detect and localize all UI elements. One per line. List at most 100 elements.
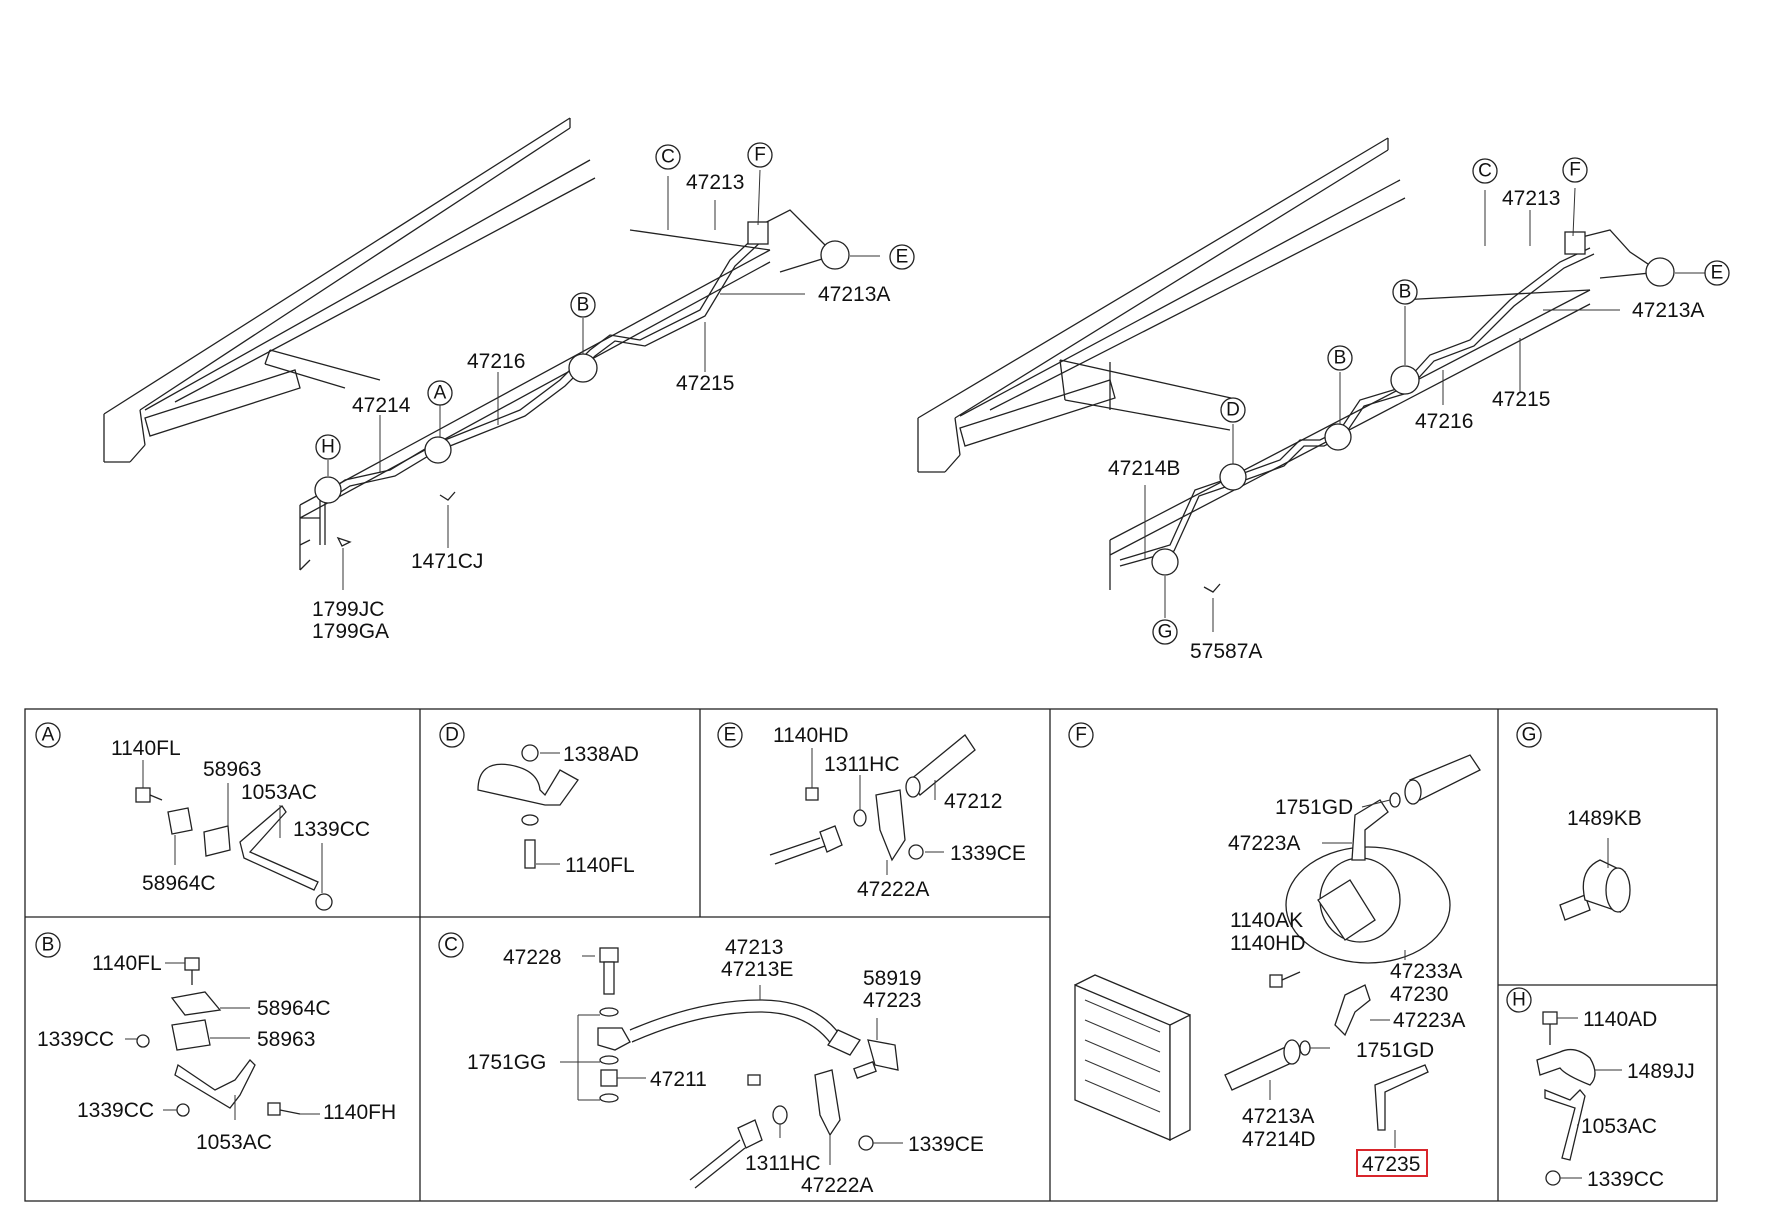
label-47214d: 47214D	[1242, 1128, 1316, 1151]
label-1339cc-b1: 1339CC	[37, 1028, 114, 1051]
bracket-1053ac-b	[174, 1059, 256, 1109]
elbow-47223a	[1351, 799, 1389, 861]
washer-1751gd	[1389, 792, 1401, 808]
nut-1339cc	[315, 893, 333, 911]
clamp-1489jj	[1536, 1048, 1596, 1086]
label-1799ga: 1799GA	[312, 620, 389, 643]
label-47214: 47214	[352, 394, 411, 417]
label-1053ac-b: 1053AC	[196, 1131, 272, 1154]
callout-b-3-text: B	[1334, 348, 1347, 369]
bolt-1140hd	[805, 787, 819, 801]
label-1338ad: 1338AD	[563, 743, 639, 766]
panel-f-letter-text: F	[1075, 725, 1087, 746]
label-1311hc-e: 1311HC	[824, 753, 900, 776]
callout-f-2-text: F	[1569, 160, 1581, 181]
panel-c-letter-text: C	[444, 935, 458, 956]
detail-a-marker	[424, 436, 452, 464]
callout-e-2	[1704, 260, 1730, 286]
panel-e-letter	[717, 722, 743, 748]
callout-a	[427, 380, 453, 406]
hose-fitting-c	[827, 1029, 861, 1056]
bolt-1140fh	[267, 1102, 281, 1116]
panel-b: B 1140FL 58964C 1339CC 58963 1339CC 1140…	[35, 932, 396, 1154]
nut-1339ce	[908, 844, 924, 860]
label-47213: 47213	[686, 171, 744, 194]
panel-e-letter-text: E	[724, 725, 737, 746]
detail-b-marker-2	[1324, 423, 1352, 451]
callout-g	[1152, 619, 1178, 645]
bracket-47222a	[875, 789, 906, 862]
callout-c-2-text: C	[1478, 161, 1492, 182]
label-1339ce-e: 1339CE	[950, 842, 1026, 865]
label-1489kb: 1489KB	[1567, 807, 1642, 830]
banjo-fitting	[597, 1027, 631, 1051]
callout-b	[570, 292, 596, 318]
callout-d-text: D	[1226, 400, 1240, 421]
label-1339cc-a: 1339CC	[293, 818, 370, 841]
label-58963-a: 58963	[203, 758, 261, 781]
washer-1751gg-2	[599, 1055, 619, 1065]
bolt-1140ad	[1542, 1011, 1558, 1025]
bracket-1053ac-h	[1544, 1089, 1586, 1161]
callout-f-text: F	[754, 145, 766, 166]
callout-c-text: C	[661, 147, 675, 168]
label-1751gg: 1751GG	[467, 1051, 546, 1074]
washer-1751gg-1	[599, 1007, 619, 1017]
label-47222a-c: 47222A	[801, 1174, 873, 1197]
panel-b-letter-text: B	[42, 935, 55, 956]
detail-h-marker	[314, 476, 342, 504]
label-1339cc-h: 1339CC	[1587, 1168, 1664, 1191]
detail-b-marker-3	[1390, 365, 1420, 395]
callout-g-text: G	[1158, 622, 1173, 643]
panel-a-letter-text: A	[42, 725, 55, 746]
bracket-1053ac	[239, 805, 319, 891]
label-58919: 58919	[863, 967, 921, 990]
bracket-clamp-d	[477, 763, 579, 806]
label-1140fl-b: 1140FL	[92, 952, 162, 975]
detail-g-marker	[1151, 548, 1179, 576]
label-58964c-b: 58964C	[257, 997, 331, 1020]
nut-1339cc-b2	[176, 1103, 190, 1117]
label-47233a: 47233A	[1390, 960, 1462, 983]
washer-1751gg-3	[599, 1093, 619, 1103]
label-1751gd-f2: 1751GD	[1356, 1039, 1434, 1062]
label-1471cj: 1471CJ	[411, 550, 483, 573]
washer-1311hc-c	[772, 1105, 788, 1125]
bolt-1140ak	[1269, 974, 1283, 988]
callout-f-2	[1562, 157, 1588, 183]
panel-e: E 1140HD 1311HC 47212 1339CE 47222A	[717, 722, 1026, 901]
callout-e	[889, 244, 915, 270]
label-47215: 47215	[676, 372, 734, 395]
panel-f-letter	[1068, 722, 1094, 748]
panel-h: H 1140AD 1489JJ 1053AC 1339CC	[1506, 987, 1695, 1191]
label-47211: 47211	[650, 1068, 707, 1091]
label-47228: 47228	[503, 946, 561, 969]
clamp-tab-1489kb	[1559, 894, 1591, 921]
callout-e-text: E	[896, 247, 909, 268]
label-47215-r: 47215	[1492, 388, 1550, 411]
label-47213a-f: 47213A	[1242, 1105, 1314, 1128]
panel-d-letter	[439, 722, 465, 748]
detail-b-marker	[568, 353, 598, 383]
bolt-47228-head	[599, 947, 619, 963]
nut-1338ad	[521, 744, 539, 762]
label-47213e: 47213E	[721, 958, 793, 981]
label-47213a-r: 47213A	[1632, 299, 1704, 322]
panel-h-letter	[1506, 987, 1532, 1013]
label-1140fl-d: 1140FL	[565, 854, 635, 877]
label-1140hd-f: 1140HD	[1230, 932, 1306, 955]
label-47235[interactable]: 47235	[1362, 1153, 1420, 1176]
label-58964c-a: 58964C	[142, 872, 216, 895]
fuel-filter-clip-2	[1564, 231, 1586, 255]
washer-1751gd-2	[1299, 1040, 1311, 1056]
panel-d-letter-text: D	[445, 725, 459, 746]
label-58963-b: 58963	[257, 1028, 315, 1051]
fuel-filter-clip	[747, 221, 769, 245]
label-47216-r: 47216	[1415, 410, 1473, 433]
panel-a: A 1140FL 58963 1053AC 1339CC 58964C	[35, 722, 370, 911]
highlight-box-47235[interactable]	[1356, 1149, 1428, 1177]
detail-e-marker-2	[1645, 257, 1675, 287]
label-1053ac-a: 1053AC	[241, 781, 317, 804]
label-47213-c: 47213	[725, 936, 783, 959]
